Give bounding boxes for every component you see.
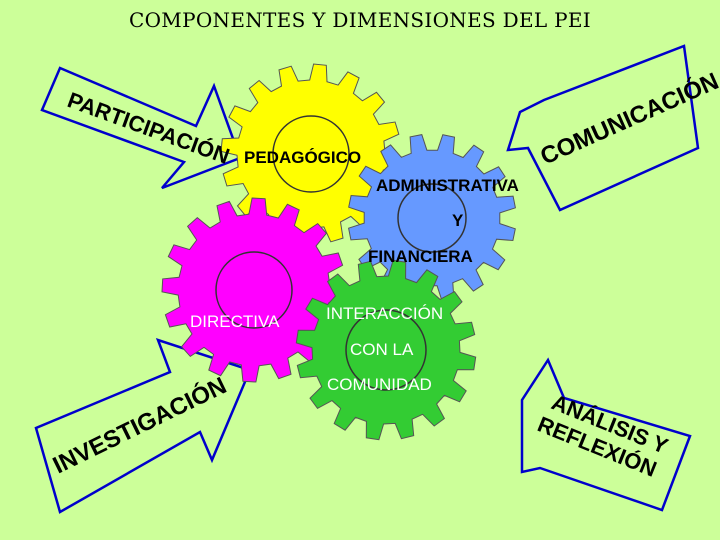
- arrow-comunicacion: [506, 44, 700, 212]
- arrow-investigacion: [34, 338, 252, 514]
- gear-label-y: Y: [452, 211, 464, 230]
- gear-pedagogico-hub: [272, 115, 350, 193]
- gear-interaccion: [295, 259, 477, 441]
- arrow-participacion: [40, 66, 242, 190]
- gear-label-pedagogico: PEDAGÓGICO: [244, 148, 362, 167]
- gear-label-financiera: FINANCIERA: [368, 247, 473, 266]
- arrow-analisis: [520, 357, 692, 512]
- gear-label-administrativa: ADMINISTRATIVA: [376, 176, 519, 195]
- gear-directiva-hub: [215, 251, 293, 329]
- gear-interaccion-hub: [345, 309, 427, 391]
- diagram-title: COMPONENTES Y DIMENSIONES DEL PEI: [129, 8, 591, 32]
- gear-label-directiva: DIRECTIVA: [190, 312, 280, 331]
- gear-administrativa-hub: [397, 183, 467, 253]
- gear-label-con-la: CON LA: [350, 340, 414, 359]
- gear-label-comunidad: COMUNIDAD: [327, 375, 432, 394]
- gear-label-interaccion: INTERACCIÓN: [326, 304, 444, 323]
- gear-administrativa: [348, 134, 516, 302]
